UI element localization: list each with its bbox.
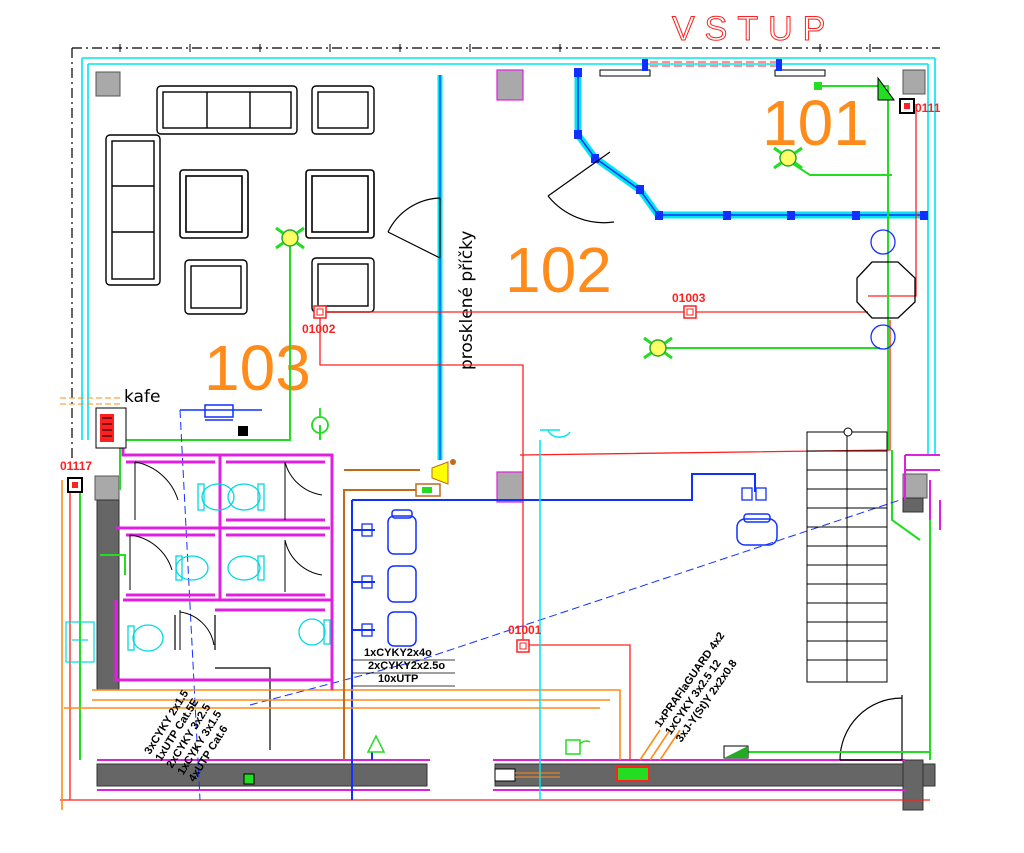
orange-cables [61, 480, 681, 810]
brown-cable [343, 469, 420, 760]
tag-01117: 01117 [60, 459, 92, 473]
switch-icon [311, 408, 329, 434]
lighting-switch-icon [814, 82, 822, 90]
sofa-icon [105, 85, 298, 286]
tag-01003: 01003 [672, 291, 706, 305]
socket-icon [361, 487, 767, 637]
ruler-ticks [119, 44, 871, 52]
armchair-icon [184, 85, 375, 315]
partition-posts [574, 68, 928, 220]
cable-note-right: 1xPRAFlaGUARD 4x2 1xCYKY 3x2.5 12 3xJ-Y(… [653, 630, 740, 744]
column-round [870, 229, 896, 350]
lower-wall [96, 497, 936, 811]
tag-0111: 0111 [915, 101, 941, 115]
room-number-101: 101 [762, 87, 869, 159]
room-number-102: 102 [505, 234, 612, 306]
cable-note-left: 3xCYKY 2x1.5 1xUTP Cat.5E 2xCYKY 3x2.5 1… [142, 688, 230, 784]
outer-wall [81, 57, 936, 455]
lighting-switch-icon [877, 76, 895, 101]
data-wiring [351, 473, 756, 800]
entry-window [599, 59, 826, 77]
lighting-wiring [79, 85, 931, 760]
power-wiring [60, 104, 930, 801]
stair-treads [807, 450, 887, 661]
coffee-machine [95, 404, 262, 449]
column-icon [94, 69, 928, 503]
distribution-board-icon [243, 459, 749, 785]
coffee-label: kafe [124, 387, 160, 407]
tag-01002: 01002 [302, 322, 336, 336]
data-outlet-icon [366, 734, 386, 753]
glass-partition [437, 72, 928, 460]
socket-icon [565, 739, 591, 755]
cable-note-line: 2xCYKY2x2.5o [368, 660, 445, 672]
cable-note-center: 1xCYKY2x4o 2xCYKY2x2.5o 10xUTP [352, 647, 455, 687]
room-number-103: 103 [204, 332, 311, 404]
lower-window [494, 768, 560, 782]
light-fixture-icon [275, 146, 803, 360]
tag-01001: 01001 [508, 623, 542, 637]
stall-door [129, 461, 323, 650]
glass-partition-label: prosklené příčky [457, 231, 477, 370]
table-icon [179, 169, 375, 239]
property-line [71, 47, 940, 460]
toilet-icon [127, 483, 331, 652]
octagon-column [856, 261, 916, 319]
cable-note-line: 1xCYKY2x4o [364, 647, 432, 659]
cable-note-line: 10xUTP [378, 673, 418, 685]
entry-label: VSTUP [672, 10, 835, 48]
chair-icon [387, 509, 778, 647]
door-swing-icon [174, 151, 903, 761]
sink-icon [65, 621, 95, 663]
